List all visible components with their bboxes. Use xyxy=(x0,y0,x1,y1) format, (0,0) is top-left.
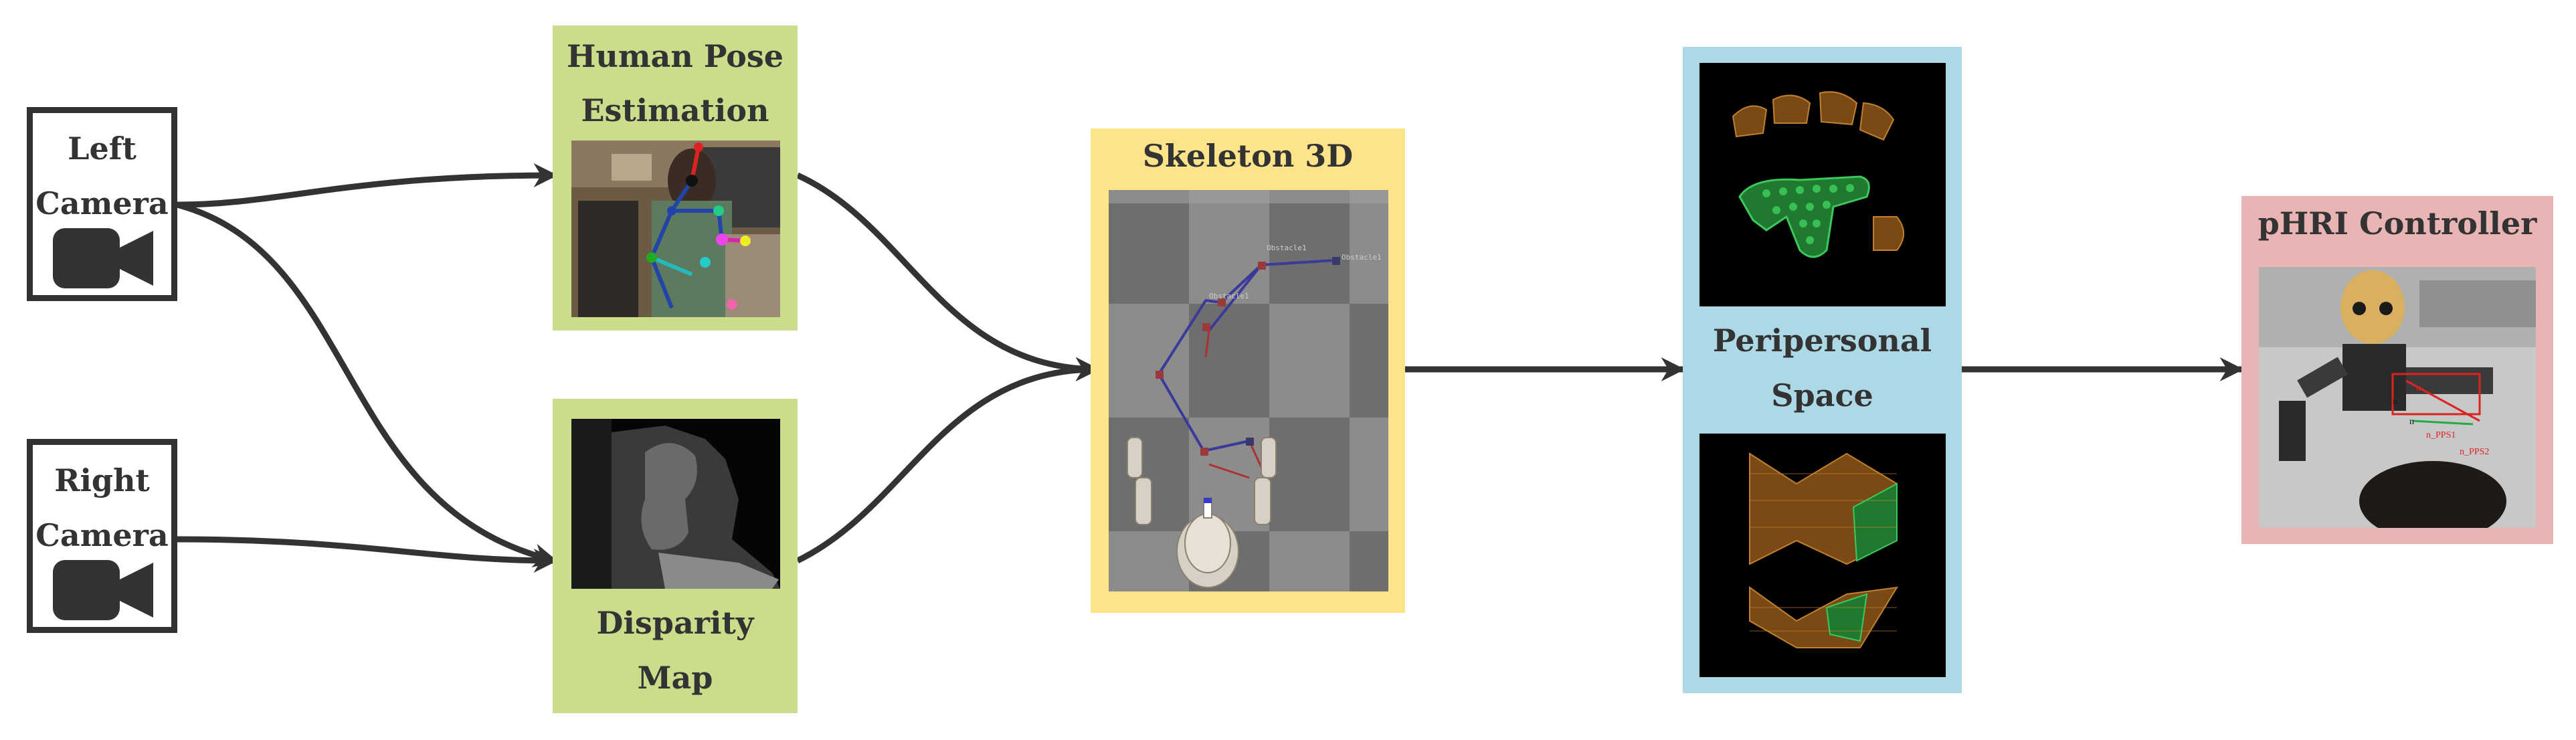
pose-label-line1: Human Pose xyxy=(566,38,784,74)
peripersonal-space-panel: Peripersonal Space xyxy=(1683,47,1962,693)
phri-label-1: n xyxy=(2416,383,2421,393)
pps-bottom-image xyxy=(1699,434,1946,677)
left-camera-node: Left Camera xyxy=(27,107,177,301)
arrow-left-to-disparity xyxy=(176,201,558,568)
robot-model xyxy=(1127,437,1277,588)
skeleton-image: Obstacle1 Obstacle1 Obstacle1 xyxy=(1109,190,1388,591)
arrow-left-to-pose xyxy=(177,163,558,208)
skeleton-obstacle-tag-3: Obstacle1 xyxy=(1267,244,1307,252)
pps-top-image xyxy=(1699,63,1946,306)
phri-label-4: n_PPS1 xyxy=(2426,430,2456,440)
phri-label-2: n xyxy=(2393,397,2397,407)
arrow-pose-to-skeleton xyxy=(796,172,1100,381)
video-camera-icon xyxy=(53,560,153,620)
pose-estimation-panel: Human Pose Estimation xyxy=(553,25,798,331)
right-camera-node: Right Camera xyxy=(27,439,177,633)
right-camera-label-line2: Camera xyxy=(35,517,169,553)
disparity-label-line1: Disparity xyxy=(596,605,754,641)
arrow-right-to-disparity xyxy=(177,536,558,573)
pose-label-line2: Estimation xyxy=(581,92,769,128)
phri-label-3: n xyxy=(2409,417,2414,427)
phri-controller-panel: pHRI Controller n n n n_PPS1 n_PPS2 xyxy=(2241,196,2553,544)
arrow-disparity-to-skeleton xyxy=(796,357,1100,564)
disparity-map-panel: Disparity Map xyxy=(553,399,798,713)
disparity-label-line2: Map xyxy=(637,660,713,696)
phri-label-5: n_PPS2 xyxy=(2460,447,2489,457)
pps-label-line1: Peripersonal xyxy=(1712,322,1932,359)
left-camera-label-line1: Left xyxy=(68,130,136,167)
pps-hand-region xyxy=(1738,175,1870,258)
right-camera-label-line1: Right xyxy=(54,462,150,498)
phri-image: n n n n_PPS1 n_PPS2 xyxy=(2259,267,2536,528)
left-camera-label-line2: Camera xyxy=(35,185,169,221)
skeleton-obstacle-tag-2: Obstacle1 xyxy=(1209,292,1249,300)
pose-image xyxy=(571,141,780,317)
phri-title: pHRI Controller xyxy=(2258,205,2537,242)
skeleton-title: Skeleton 3D xyxy=(1142,138,1354,174)
skeleton-3d-panel: Skeleton 3D xyxy=(1091,128,1405,613)
skeleton-obstacle-tag-1: Obstacle1 xyxy=(1342,253,1382,262)
pps-label-line2: Space xyxy=(1771,377,1873,413)
disparity-image xyxy=(571,419,780,589)
video-camera-icon xyxy=(53,228,153,288)
